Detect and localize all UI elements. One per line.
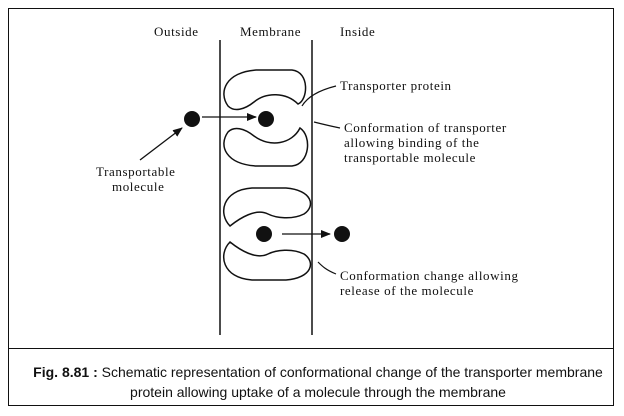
- molecule-pointer-arrow: [139, 127, 183, 161]
- transporter-release-conformation: [222, 187, 312, 281]
- transportable-molecule-outside: [184, 111, 200, 127]
- transporter-lower-lobe: [222, 240, 312, 281]
- released-molecule-inside-transporter: [256, 226, 272, 242]
- figure-frame: [8, 8, 614, 406]
- membrane-header: Membrane: [240, 24, 301, 39]
- transporter-protein-leader: [301, 85, 337, 107]
- transporter-binding-conformation: [223, 69, 309, 167]
- release-conformation-label: Conformation change allowing release of …: [340, 268, 522, 298]
- binding-conformation-label: Conformation of transporter allowing bin…: [344, 120, 511, 165]
- binding-conformation-leader: [313, 121, 341, 129]
- figure-caption: Fig. 8.81 : Schematic representation of …: [28, 362, 608, 402]
- transportable-molecule-label: Transportable molecule: [96, 164, 179, 194]
- release-conformation-leader: [317, 261, 337, 275]
- transporter-upper-lobe: [223, 69, 307, 111]
- transporter-protein-label: Transporter protein: [340, 78, 452, 93]
- transporter-upper-lobe: [222, 187, 312, 228]
- outside-header: Outside: [154, 24, 199, 39]
- inside-header: Inside: [340, 24, 375, 39]
- caption-text: Schematic representation of conformation…: [101, 364, 603, 400]
- transporter-lower-lobe: [223, 126, 309, 167]
- figure-number: Fig. 8.81 :: [33, 364, 98, 380]
- released-molecule-inside: [334, 226, 350, 242]
- bound-molecule: [258, 111, 274, 127]
- caption-box: [9, 348, 613, 404]
